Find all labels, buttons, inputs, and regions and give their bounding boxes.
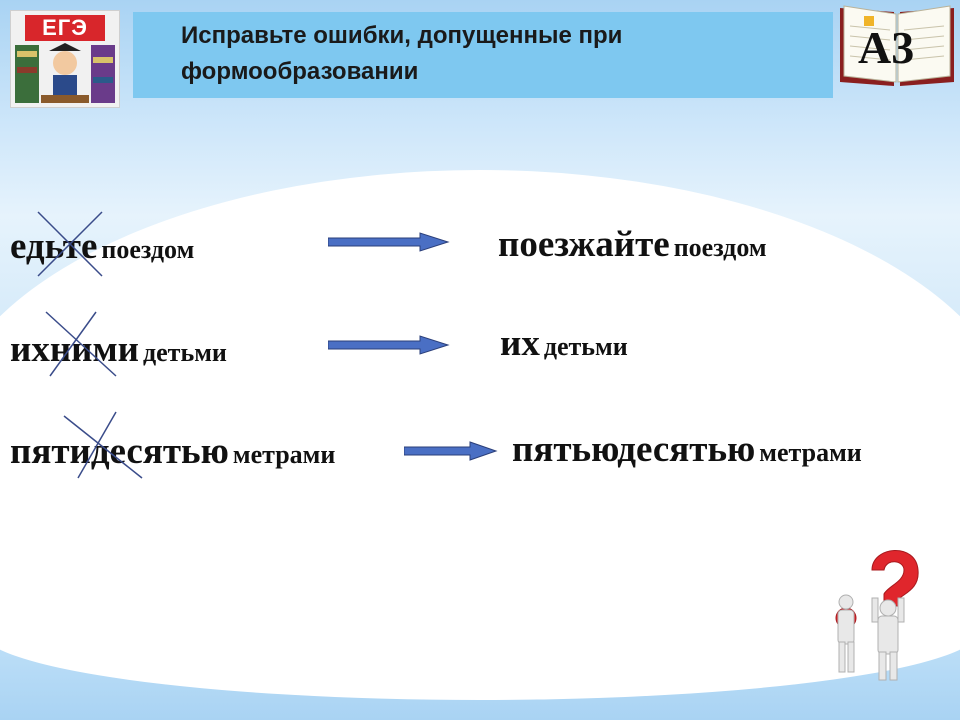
correct-form-3: пятьюдесятью метрами: [512, 428, 862, 471]
cross-out-icon: [63, 411, 143, 479]
logo-text: ЕГЭ: [25, 15, 105, 41]
cross-out-icon: [37, 211, 103, 277]
wrong-word: пятидесятью: [10, 431, 229, 472]
wrong-word: ихними: [10, 329, 139, 370]
ege-logo-icon: ЕГЭ: [10, 10, 120, 108]
right-tail: поездом: [673, 233, 767, 262]
book-icon: А3: [836, 2, 958, 88]
badge-label: А3: [858, 22, 915, 73]
right-word: поезжайте: [498, 224, 670, 265]
wrong-tail: поездом: [101, 235, 195, 264]
question-mark-figures-icon: [835, 550, 919, 681]
correct-form-1: поезжайте поездом: [498, 223, 767, 266]
right-tail: детьми: [543, 332, 628, 361]
right-word: пятьюдесятью: [512, 429, 756, 470]
wrong-tail: детьми: [142, 338, 227, 367]
bottom-ellipse: [0, 560, 960, 700]
arrow-right-icon: [328, 335, 450, 355]
page-title: Исправьте ошибки, допущенные при формооб…: [181, 22, 623, 85]
right-tail: метрами: [759, 438, 862, 467]
arrow-right-icon: [328, 232, 450, 252]
title-box: Исправьте ошибки, допущенные при формооб…: [133, 12, 833, 98]
cross-out-icon: [45, 311, 117, 377]
correct-form-2: их детьми: [500, 322, 628, 365]
wrong-form-3: пятидесятью метрами: [10, 430, 335, 473]
arrow-right-icon: [404, 441, 498, 461]
wrong-tail: метрами: [232, 440, 336, 469]
right-word: их: [500, 323, 540, 364]
books-graphic: [15, 43, 115, 103]
wrong-form-2: ихними детьми: [10, 328, 227, 371]
